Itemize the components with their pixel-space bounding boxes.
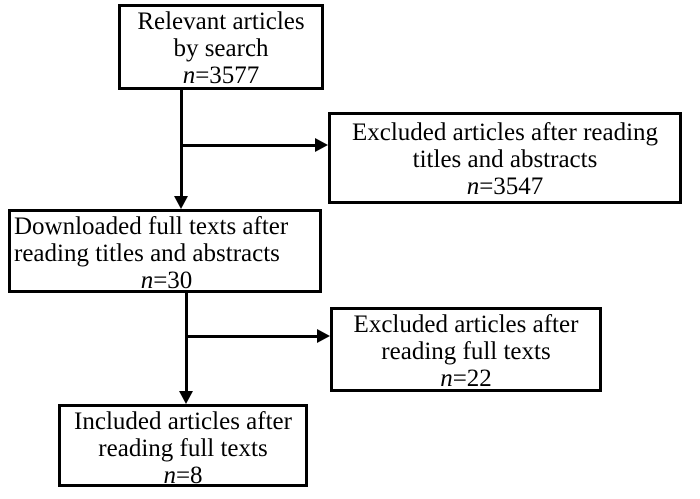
node-text-line: reading full texts	[381, 338, 551, 365]
node-text-line: reading full texts	[98, 435, 268, 462]
node-text-line: Downloaded full texts after	[14, 213, 289, 240]
node-count: n=30	[140, 267, 193, 294]
node-relevant-articles: Relevant articles by search n=3577	[118, 4, 324, 90]
connector-middle-to-bottom	[185, 293, 188, 392]
node-downloaded-full-texts: Downloaded full texts after reading titl…	[8, 209, 322, 294]
arrowhead-down-icon	[179, 391, 193, 404]
node-excluded-full-texts: Excluded articles after reading full tex…	[330, 307, 602, 392]
node-count: n=22	[440, 365, 492, 392]
node-text-line: Excluded articles after reading	[351, 119, 659, 146]
arrowhead-down-icon	[174, 196, 188, 209]
node-text-line: Relevant articles	[137, 8, 305, 35]
node-text-line: titles and abstracts	[412, 146, 598, 173]
node-text-line: Included articles after	[74, 408, 292, 435]
node-excluded-titles-abstracts: Excluded articles after reading titles a…	[328, 112, 682, 204]
node-count: n=3547	[466, 173, 544, 200]
node-text-line: Excluded articles after	[353, 311, 579, 338]
node-text-line: reading titles and abstracts	[14, 240, 280, 267]
connector-to-excluded-fulltexts	[185, 335, 318, 338]
node-count: n=3577	[182, 62, 260, 89]
arrowhead-right-icon	[315, 138, 328, 152]
connector-to-excluded-titles	[180, 144, 316, 147]
connector-top-to-middle	[180, 90, 183, 197]
node-included-articles: Included articles after reading full tex…	[58, 404, 308, 489]
node-count: n=8	[163, 462, 203, 489]
node-text-line: by search	[173, 35, 269, 62]
arrowhead-right-icon	[317, 329, 330, 343]
